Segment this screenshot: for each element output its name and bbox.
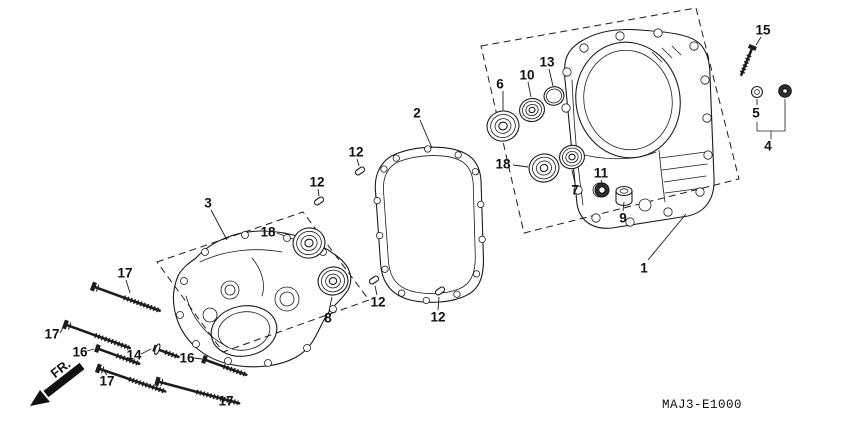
lock-washer-part4 [778, 84, 792, 98]
part-label-12: 12 [370, 294, 386, 310]
bolt-part17-b [61, 319, 132, 350]
bearing-part18-left [292, 227, 326, 259]
part-label-10: 10 [519, 67, 535, 83]
part-label-11: 11 [593, 165, 609, 181]
bearing-part8 [317, 266, 349, 296]
gasket-bolt-holes [373, 145, 486, 305]
part-label-15: 15 [755, 22, 771, 38]
part-label-13: 13 [539, 54, 555, 70]
dowel-pin-part12-d [434, 286, 446, 296]
rear-cover-part3 [172, 230, 352, 368]
gasket-part2 [373, 145, 486, 305]
dowel-pin-part12-c [368, 275, 380, 285]
part-label-1: 1 [640, 260, 648, 276]
part-label-17: 17 [44, 326, 60, 342]
part-label-8: 8 [324, 310, 332, 326]
rear-case-part1 [561, 28, 715, 229]
part-label-12: 12 [430, 309, 446, 325]
part-label-6: 6 [496, 76, 504, 92]
case-bolt-holes [561, 28, 713, 227]
dowel-pin-part12-a [354, 166, 366, 176]
leader-lines [59, 36, 762, 376]
part-label-4: 4 [764, 138, 772, 154]
part-label-12: 12 [348, 144, 364, 160]
part-label-16: 16 [179, 350, 195, 366]
snap-ring-part11 [594, 182, 610, 198]
part-label-14: 14 [126, 347, 142, 363]
diagram-code: MAJ3-E1000 [662, 398, 743, 412]
bolt-part15 [739, 43, 757, 77]
washer-part5 [750, 85, 764, 99]
part4-bracket [756, 98, 786, 140]
part-label-17: 17 [99, 373, 115, 389]
oring-part13 [543, 86, 565, 106]
part-label-17: 17 [117, 265, 133, 281]
part-label-3: 3 [204, 195, 212, 211]
bolt-part16-b [201, 355, 248, 377]
part-label-12: 12 [309, 174, 325, 190]
plug-part9 [615, 185, 633, 207]
part-label-18: 18 [495, 156, 511, 172]
bolt-part17-d [154, 376, 241, 406]
part-label-5: 5 [752, 105, 760, 121]
part-label-16: 16 [72, 344, 88, 360]
flange-bolt-part14 [152, 343, 180, 359]
part-label-17: 17 [218, 393, 234, 409]
part-label-7: 7 [571, 182, 579, 198]
dowel-pin-part12-b [313, 196, 325, 206]
part-label-2: 2 [413, 105, 421, 121]
bolt-part17-c [94, 363, 167, 394]
part-label-18: 18 [260, 224, 276, 240]
bolt-part17-a [89, 281, 161, 313]
bearing-part18-right [528, 153, 560, 183]
fr-direction-arrow [30, 362, 85, 406]
part-label-9: 9 [619, 210, 627, 226]
case-assembly-dashed-box [480, 7, 740, 234]
bearing-part10 [519, 97, 545, 123]
bearing-part7 [559, 144, 585, 170]
bearing-part6 [486, 110, 520, 142]
bolt-part16-a [94, 344, 141, 366]
